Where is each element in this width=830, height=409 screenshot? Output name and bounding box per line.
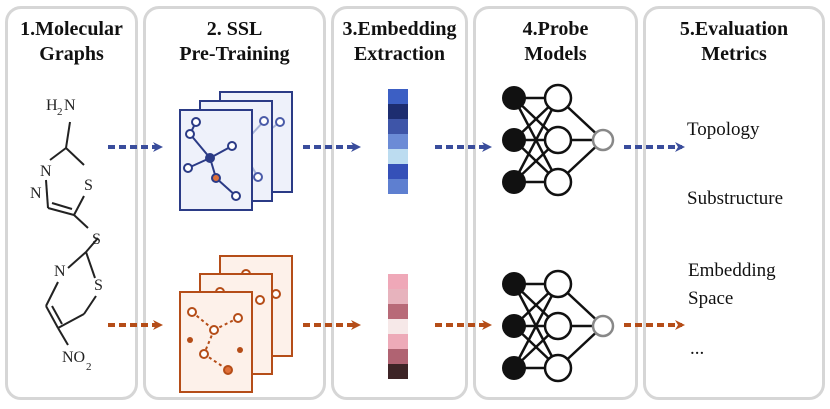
panel-title: 2. SSL Pre-Training xyxy=(146,17,323,67)
panel-embedding-extraction: 3.Embedding Extraction xyxy=(331,6,468,400)
nn-hidden-node xyxy=(543,83,573,113)
embedding-cell xyxy=(388,289,408,304)
nn-hidden-node xyxy=(543,311,573,341)
panel-evaluation-metrics: 5.Evaluation Metrics xyxy=(643,6,825,400)
atom-sub: 2 xyxy=(86,361,92,373)
title-line2: Extraction xyxy=(353,43,446,65)
title-line1: 5.Evaluation xyxy=(679,18,789,40)
atom-s: S xyxy=(94,277,103,294)
title-line1: 4.Probe xyxy=(522,18,589,40)
atom-n: N xyxy=(54,263,66,280)
nn-input-node xyxy=(502,86,526,110)
embedding-cell xyxy=(388,164,408,179)
nn-input-node xyxy=(502,272,526,296)
atom-n: N xyxy=(30,185,42,202)
nn-hidden-node xyxy=(543,167,573,197)
nn-hidden-node xyxy=(543,125,573,155)
metric-substructure: Substructure xyxy=(687,188,784,209)
atom-s: S xyxy=(84,177,93,194)
nn-input-node xyxy=(502,356,526,380)
molecule-structure xyxy=(45,121,99,346)
embedding-cell xyxy=(388,319,408,334)
title-line1: 3.Embedding xyxy=(342,18,457,40)
embedding-cell xyxy=(388,104,408,119)
title-line2: Models xyxy=(524,43,587,65)
graph-layer-icon xyxy=(179,91,293,211)
embedding-cell xyxy=(388,149,408,164)
red-embedding-vector xyxy=(388,274,408,379)
embedding-cell xyxy=(388,364,408,379)
atom-h: H xyxy=(46,97,58,114)
panel-title: 3.Embedding Extraction xyxy=(334,17,465,67)
embedding-cell xyxy=(388,334,408,349)
nn-output-node xyxy=(591,128,615,152)
embedding-cell xyxy=(388,349,408,364)
nn-hidden-node xyxy=(543,353,573,383)
panel-title: 1.Molecular Graphs xyxy=(8,17,135,67)
blue-embedding-vector xyxy=(388,89,408,194)
nn-hidden-node xyxy=(543,269,573,299)
metric-ellipsis: ... xyxy=(690,338,705,359)
nn-edge xyxy=(512,283,560,369)
metric-embedding-line1: Embedding xyxy=(688,260,776,281)
title-line1: 1.Molecular xyxy=(20,18,123,40)
atom-s: S xyxy=(92,231,101,248)
panel-molecular-graphs: 1.Molecular Graphs xyxy=(5,6,138,400)
embedding-cell xyxy=(388,89,408,104)
nn-output-node xyxy=(591,314,615,338)
title-line2: Pre-Training xyxy=(179,43,290,65)
embedding-cell xyxy=(388,134,408,149)
panel-title: 5.Evaluation Metrics xyxy=(646,17,822,67)
metric-topology: Topology xyxy=(687,119,760,140)
title-line2: Graphs xyxy=(39,43,104,65)
nn-input-node xyxy=(502,170,526,194)
title-line2: Metrics xyxy=(701,43,767,65)
molecule-atom-labels: H 2 N N N S S N S NO 2 xyxy=(30,97,103,373)
embedding-cell xyxy=(388,304,408,319)
atom-n: N xyxy=(64,97,76,114)
nn-input-node xyxy=(502,314,526,338)
neural-network-icon xyxy=(502,269,615,383)
nn-input-node xyxy=(502,128,526,152)
embedding-cell xyxy=(388,119,408,134)
metric-embedding-line2: Space xyxy=(688,288,734,309)
nn-edge xyxy=(512,97,560,183)
embedding-cell xyxy=(388,274,408,289)
atom-n: N xyxy=(40,163,52,180)
panel-title: 4.Probe Models xyxy=(476,17,635,67)
title-line1: 2. SSL xyxy=(206,18,263,40)
neural-network-icon xyxy=(502,83,615,197)
graph-layer-icon xyxy=(179,255,293,393)
atom-sub: 2 xyxy=(57,106,63,118)
atom-no: NO xyxy=(62,349,85,366)
embedding-cell xyxy=(388,179,408,194)
